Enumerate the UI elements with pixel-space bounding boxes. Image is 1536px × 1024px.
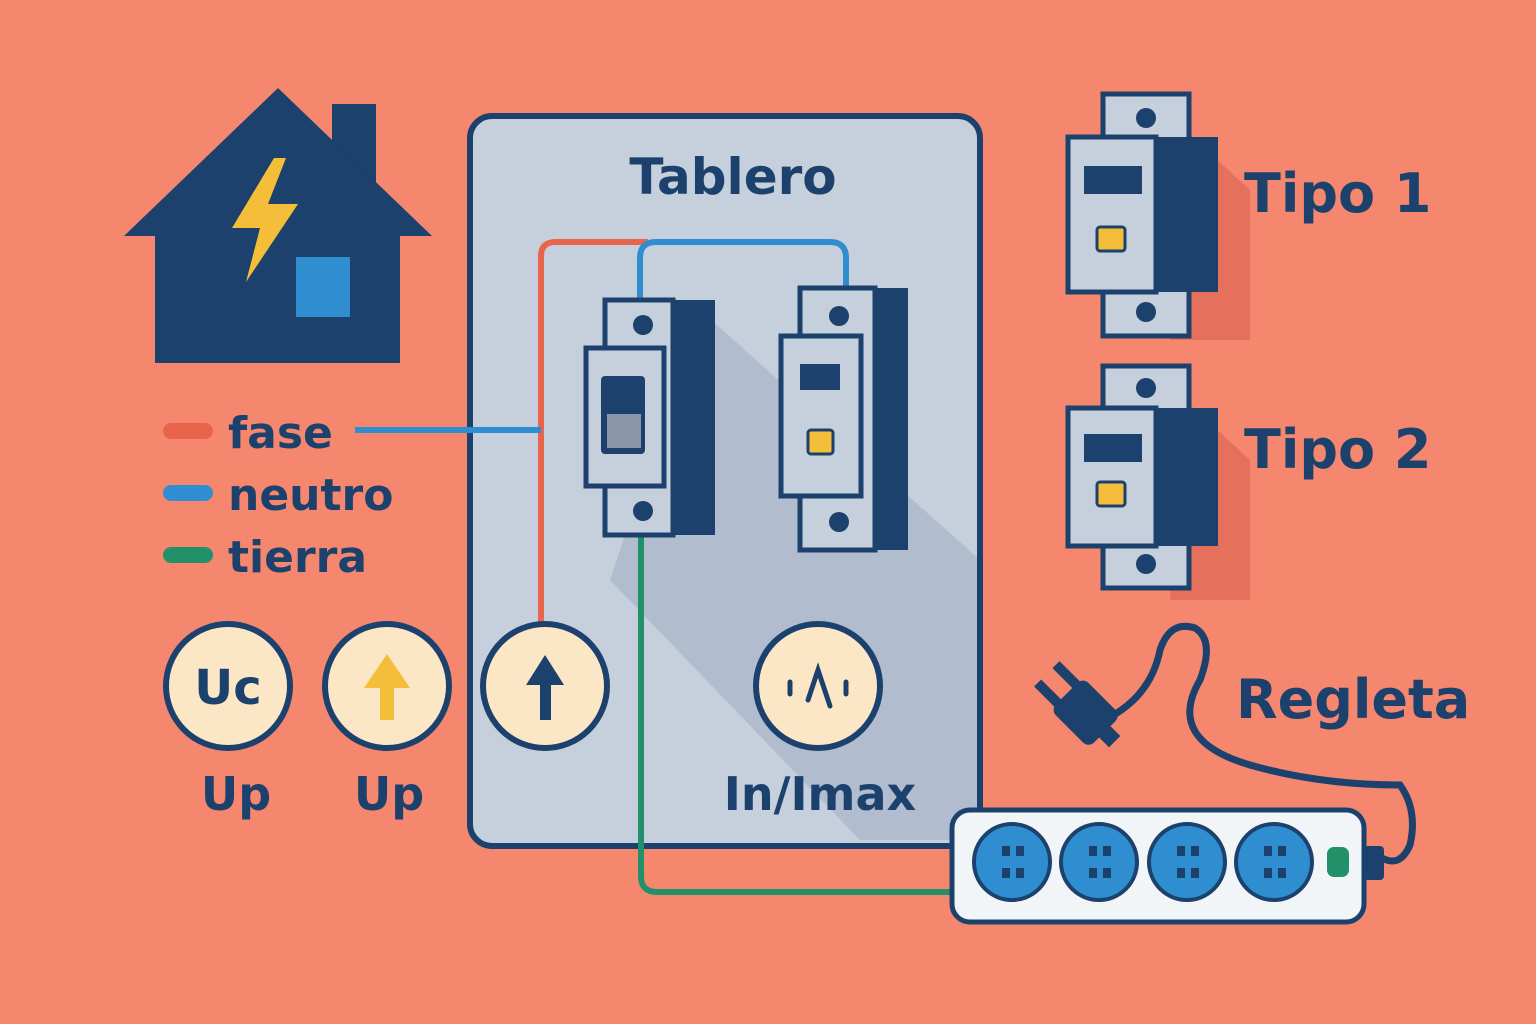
wire-fase — [538, 239, 648, 622]
panel-wires — [355, 239, 955, 895]
wire-legend: fase neutro tierra — [163, 408, 393, 583]
panel-title: Tablero — [629, 148, 836, 206]
breaker-toggle — [607, 414, 641, 448]
spd-indicator — [806, 428, 835, 456]
wire-tierra — [638, 533, 955, 895]
panel-spd — [778, 285, 908, 553]
plug-cable — [1096, 622, 1416, 865]
outlet — [1059, 822, 1139, 902]
device-label-tipo-2: Tipo 2 — [1244, 418, 1431, 481]
legend-label-tierra: tierra — [228, 532, 367, 583]
house-icon — [124, 88, 432, 363]
power-strip-label: Regleta — [1236, 668, 1470, 731]
panel-breaker — [583, 297, 715, 538]
wire-neutro — [637, 239, 849, 302]
power-strip — [949, 807, 1384, 925]
current-wave-icon — [787, 662, 849, 709]
badge-caption-inimax: In/Imax — [724, 767, 916, 821]
plug-icon — [1034, 622, 1416, 865]
outlet — [1234, 822, 1314, 902]
badge-up-yellow — [322, 621, 452, 751]
tipo-1-indicator — [1095, 225, 1127, 253]
up-arrow-navy-icon — [526, 655, 564, 720]
house-window — [296, 257, 350, 317]
up-arrow-yellow-icon — [364, 654, 410, 720]
outlet — [972, 822, 1052, 902]
badge-current — [753, 621, 883, 751]
badge-uc: Uc — [163, 621, 293, 751]
legend-swatch-tierra — [163, 547, 213, 563]
power-strip-switch — [1325, 845, 1351, 879]
device-label-tipo-1: Tipo 1 — [1244, 162, 1431, 225]
legend-swatch-neutro — [163, 485, 213, 501]
outlet — [1147, 822, 1227, 902]
badge-up-navy — [480, 621, 610, 751]
device-tipo-1 — [1065, 91, 1250, 340]
legend-label-neutro: neutro — [228, 470, 393, 521]
tipo-2-indicator — [1095, 480, 1127, 508]
lightning-icon — [232, 158, 298, 282]
badge-caption-up-1: Up — [201, 767, 271, 821]
device-tipo-2 — [1065, 363, 1250, 600]
badge-caption-up-2: Up — [354, 767, 424, 821]
legend-label-fase: fase — [228, 408, 333, 459]
uc-text-icon: Uc — [194, 660, 261, 716]
legend-swatch-fase — [163, 423, 213, 439]
